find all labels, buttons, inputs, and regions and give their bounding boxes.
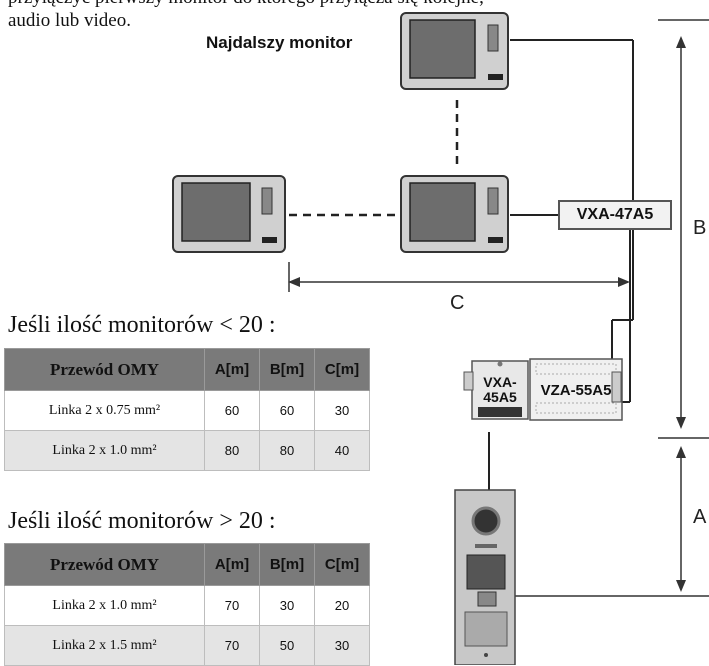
dim-a-arrow-down [676, 580, 686, 592]
table-row: Linka 2 x 1.0 mm² 70 30 20 [4, 585, 370, 626]
dim-b-arrow-down [676, 417, 686, 429]
monitor-badge [488, 74, 503, 80]
door-panel-camera [471, 506, 501, 536]
distributor-vxa-47a5: VXA-47A5 [558, 200, 672, 230]
table-2: Przewód OMY A[m] B[m] C[m] Linka 2 x 1.0… [4, 543, 370, 666]
control-unit-clip-left [463, 371, 474, 391]
cell-cable: Linka 2 x 1.5 mm² [4, 625, 205, 666]
dim-label-b: B [693, 217, 707, 239]
monitor-badge [488, 237, 503, 243]
control-unit [463, 360, 529, 420]
dim-label-c: C [450, 292, 465, 314]
power-supply [529, 358, 623, 421]
door-panel-reader [477, 591, 497, 607]
control-unit-led [497, 361, 503, 367]
cell-cable: Linka 2 x 1.0 mm² [4, 430, 205, 471]
cell-cable: Linka 2 x 0.75 mm² [4, 390, 205, 431]
power-supply-terminals [611, 371, 622, 403]
table-1: Przewód OMY A[m] B[m] C[m] Linka 2 x 0.7… [4, 348, 370, 471]
cell-c: 40 [314, 430, 370, 471]
col-header-c: C[m] [314, 348, 370, 391]
cell-a: 70 [204, 625, 260, 666]
middle-monitor [400, 175, 509, 253]
table-row: Linka 2 x 1.5 mm² 70 50 30 [4, 625, 370, 666]
cell-c: 30 [314, 625, 370, 666]
control-unit-terminals [478, 407, 522, 417]
table-header-row: Przewód OMY A[m] B[m] C[m] [4, 348, 370, 391]
far-monitor-label: Najdalszy monitor [206, 33, 353, 52]
monitor-badge [262, 237, 277, 243]
monitor-buttons [487, 187, 499, 215]
power-supply-vents-bottom [535, 402, 617, 414]
door-panel [454, 489, 516, 665]
dimension-lines [288, 19, 709, 597]
monitor-screen [409, 182, 476, 242]
cell-b: 80 [259, 430, 315, 471]
dim-c-arrow-right [618, 277, 630, 287]
dim-label-a: A [693, 506, 707, 528]
wiring-lines [488, 39, 634, 490]
power-supply-body [529, 358, 623, 421]
col-header-a: A[m] [204, 348, 260, 391]
door-panel-keypad [464, 611, 508, 647]
cell-a: 80 [204, 430, 260, 471]
far-monitor [400, 12, 509, 90]
col-header-cable: Przewód OMY [4, 543, 205, 586]
col-header-b: B[m] [259, 348, 315, 391]
col-header-b: B[m] [259, 543, 315, 586]
door-panel-mic [484, 653, 488, 657]
col-header-cable: Przewód OMY [4, 348, 205, 391]
col-header-a: A[m] [204, 543, 260, 586]
control-unit-label-text: VXA-45A5 [483, 374, 517, 405]
dim-c-arrow-left [288, 277, 300, 287]
col-header-c: C[m] [314, 543, 370, 586]
table-2-heading: Jeśli ilość monitorów > 20 : [8, 508, 276, 534]
door-panel-display [466, 554, 506, 590]
power-supply-label: VZA-55A5 [540, 382, 612, 399]
left-monitor [172, 175, 286, 253]
cell-cable: Linka 2 x 1.0 mm² [4, 585, 205, 626]
cell-b: 30 [259, 585, 315, 626]
table-header-row: Przewód OMY A[m] B[m] C[m] [4, 543, 370, 586]
power-supply-vents-top [535, 363, 617, 375]
dashed-links [289, 100, 459, 217]
monitor-screen [409, 19, 476, 79]
cell-b: 60 [259, 390, 315, 431]
monitor-buttons [487, 24, 499, 52]
table-1-heading: Jeśli ilość monitorów < 20 : [8, 312, 276, 338]
cell-a: 70 [204, 585, 260, 626]
cell-c: 20 [314, 585, 370, 626]
intro-line-1: przyłączyć pierwszy monitor do którego p… [8, 0, 484, 9]
door-panel-speaker [475, 544, 497, 548]
dim-b-arrow-up [676, 36, 686, 48]
monitor-screen [181, 182, 251, 242]
intro-line-2: audio lub video. [8, 10, 131, 31]
cell-b: 50 [259, 625, 315, 666]
table-row: Linka 2 x 0.75 mm² 60 60 30 [4, 390, 370, 431]
table-row: Linka 2 x 1.0 mm² 80 80 40 [4, 430, 370, 471]
cell-c: 30 [314, 390, 370, 431]
cell-a: 60 [204, 390, 260, 431]
dim-a-arrow-up [676, 446, 686, 458]
intro-text: przyłączyć pierwszy monitor do którego p… [8, 0, 484, 32]
control-unit-label: VXA-45A5 [474, 375, 526, 405]
monitor-buttons [261, 187, 273, 215]
